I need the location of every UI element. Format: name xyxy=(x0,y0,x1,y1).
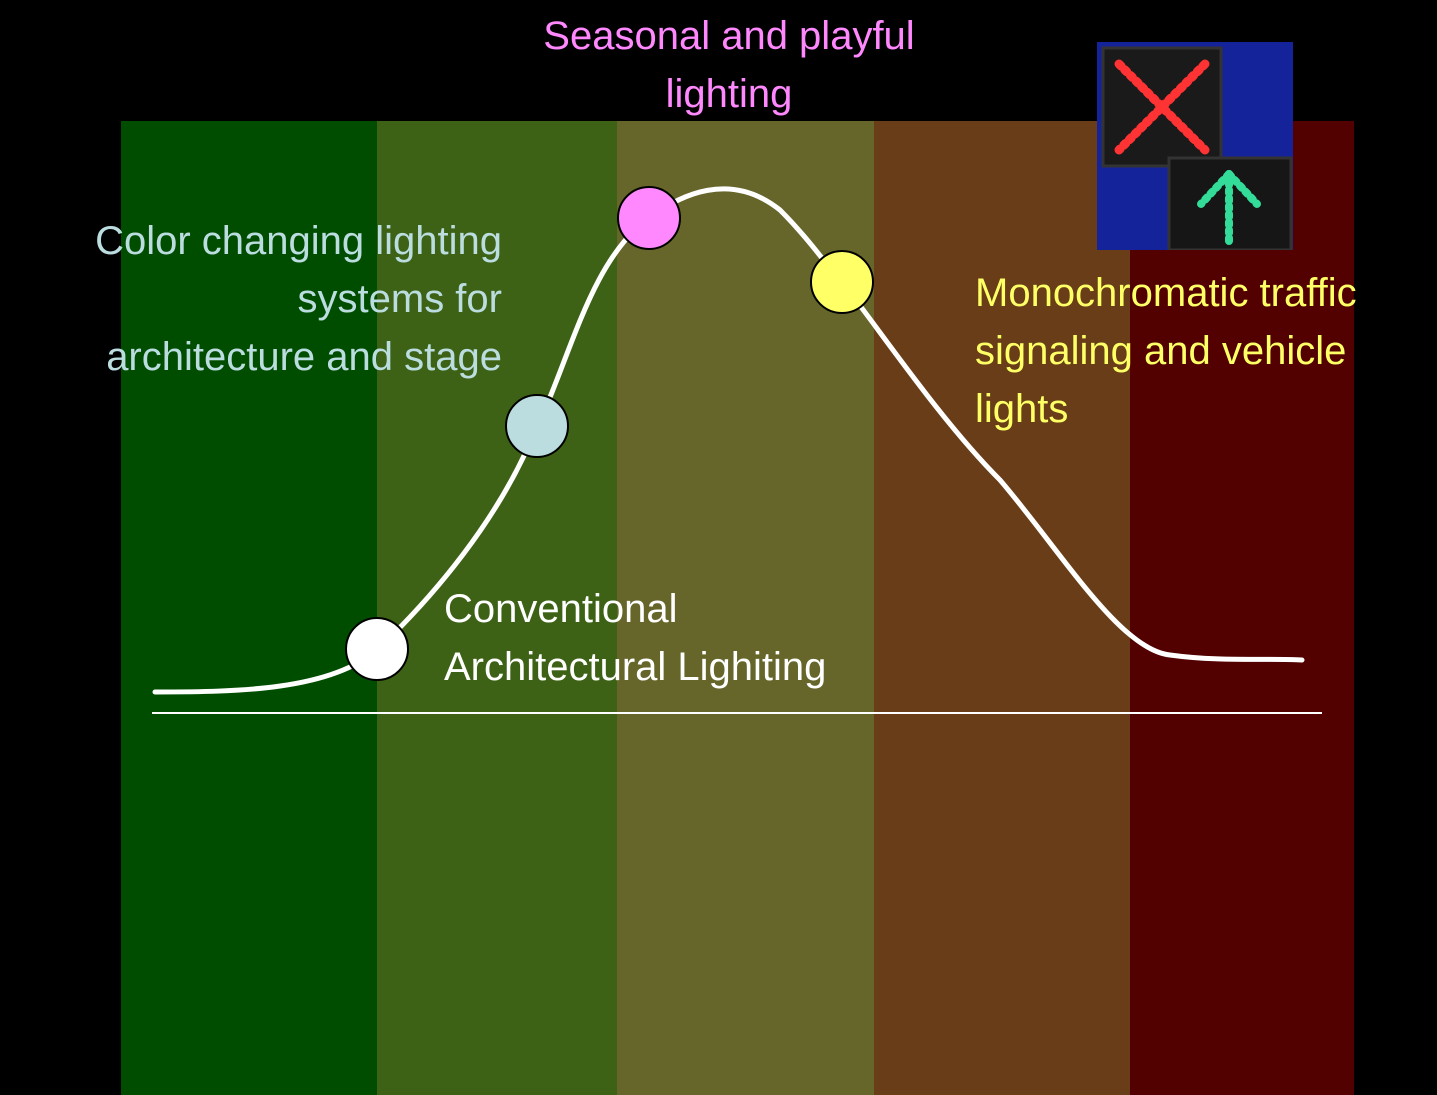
color-changing-marker xyxy=(505,394,569,458)
adoption-curve xyxy=(152,186,1305,695)
color-bands xyxy=(121,121,1354,1095)
color-changing-label: Color changing lighting systems for arch… xyxy=(0,212,502,386)
band-dark-green xyxy=(121,121,377,1095)
seasonal-marker xyxy=(617,186,681,250)
conventional-label-line-1: Conventional xyxy=(444,587,678,631)
seasonal-lighting-label: Seasonal and playful lighting xyxy=(429,7,1029,123)
conventional-label: Conventional Architectural Lighiting xyxy=(444,580,944,696)
color-changing-label-line-3: architecture and stage xyxy=(106,335,502,379)
green-arrow-icon xyxy=(1197,170,1261,246)
monochromatic-label-line-1: Monochromatic traffic xyxy=(975,271,1357,315)
monochromatic-label-line-2: signaling and vehicle xyxy=(975,329,1347,373)
monochromatic-marker xyxy=(810,250,874,314)
monochromatic-label-line-3: lights xyxy=(975,387,1069,431)
markers xyxy=(345,186,874,681)
color-changing-label-line-1: Color changing lighting xyxy=(95,219,502,263)
monochromatic-label: Monochromatic traffic signaling and vehi… xyxy=(975,264,1435,438)
band-dark-red xyxy=(1130,121,1354,1095)
seasonal-label-line-1: Seasonal and playful xyxy=(543,14,915,58)
band-brown xyxy=(874,121,1130,1095)
red-x-icon xyxy=(1114,59,1210,155)
traffic-signal-photo xyxy=(1097,42,1293,250)
seasonal-label-line-2: lighting xyxy=(665,72,793,116)
conventional-marker xyxy=(345,617,409,681)
conventional-label-line-2: Architectural Lighiting xyxy=(444,645,827,689)
color-changing-label-line-2: systems for xyxy=(297,277,502,321)
